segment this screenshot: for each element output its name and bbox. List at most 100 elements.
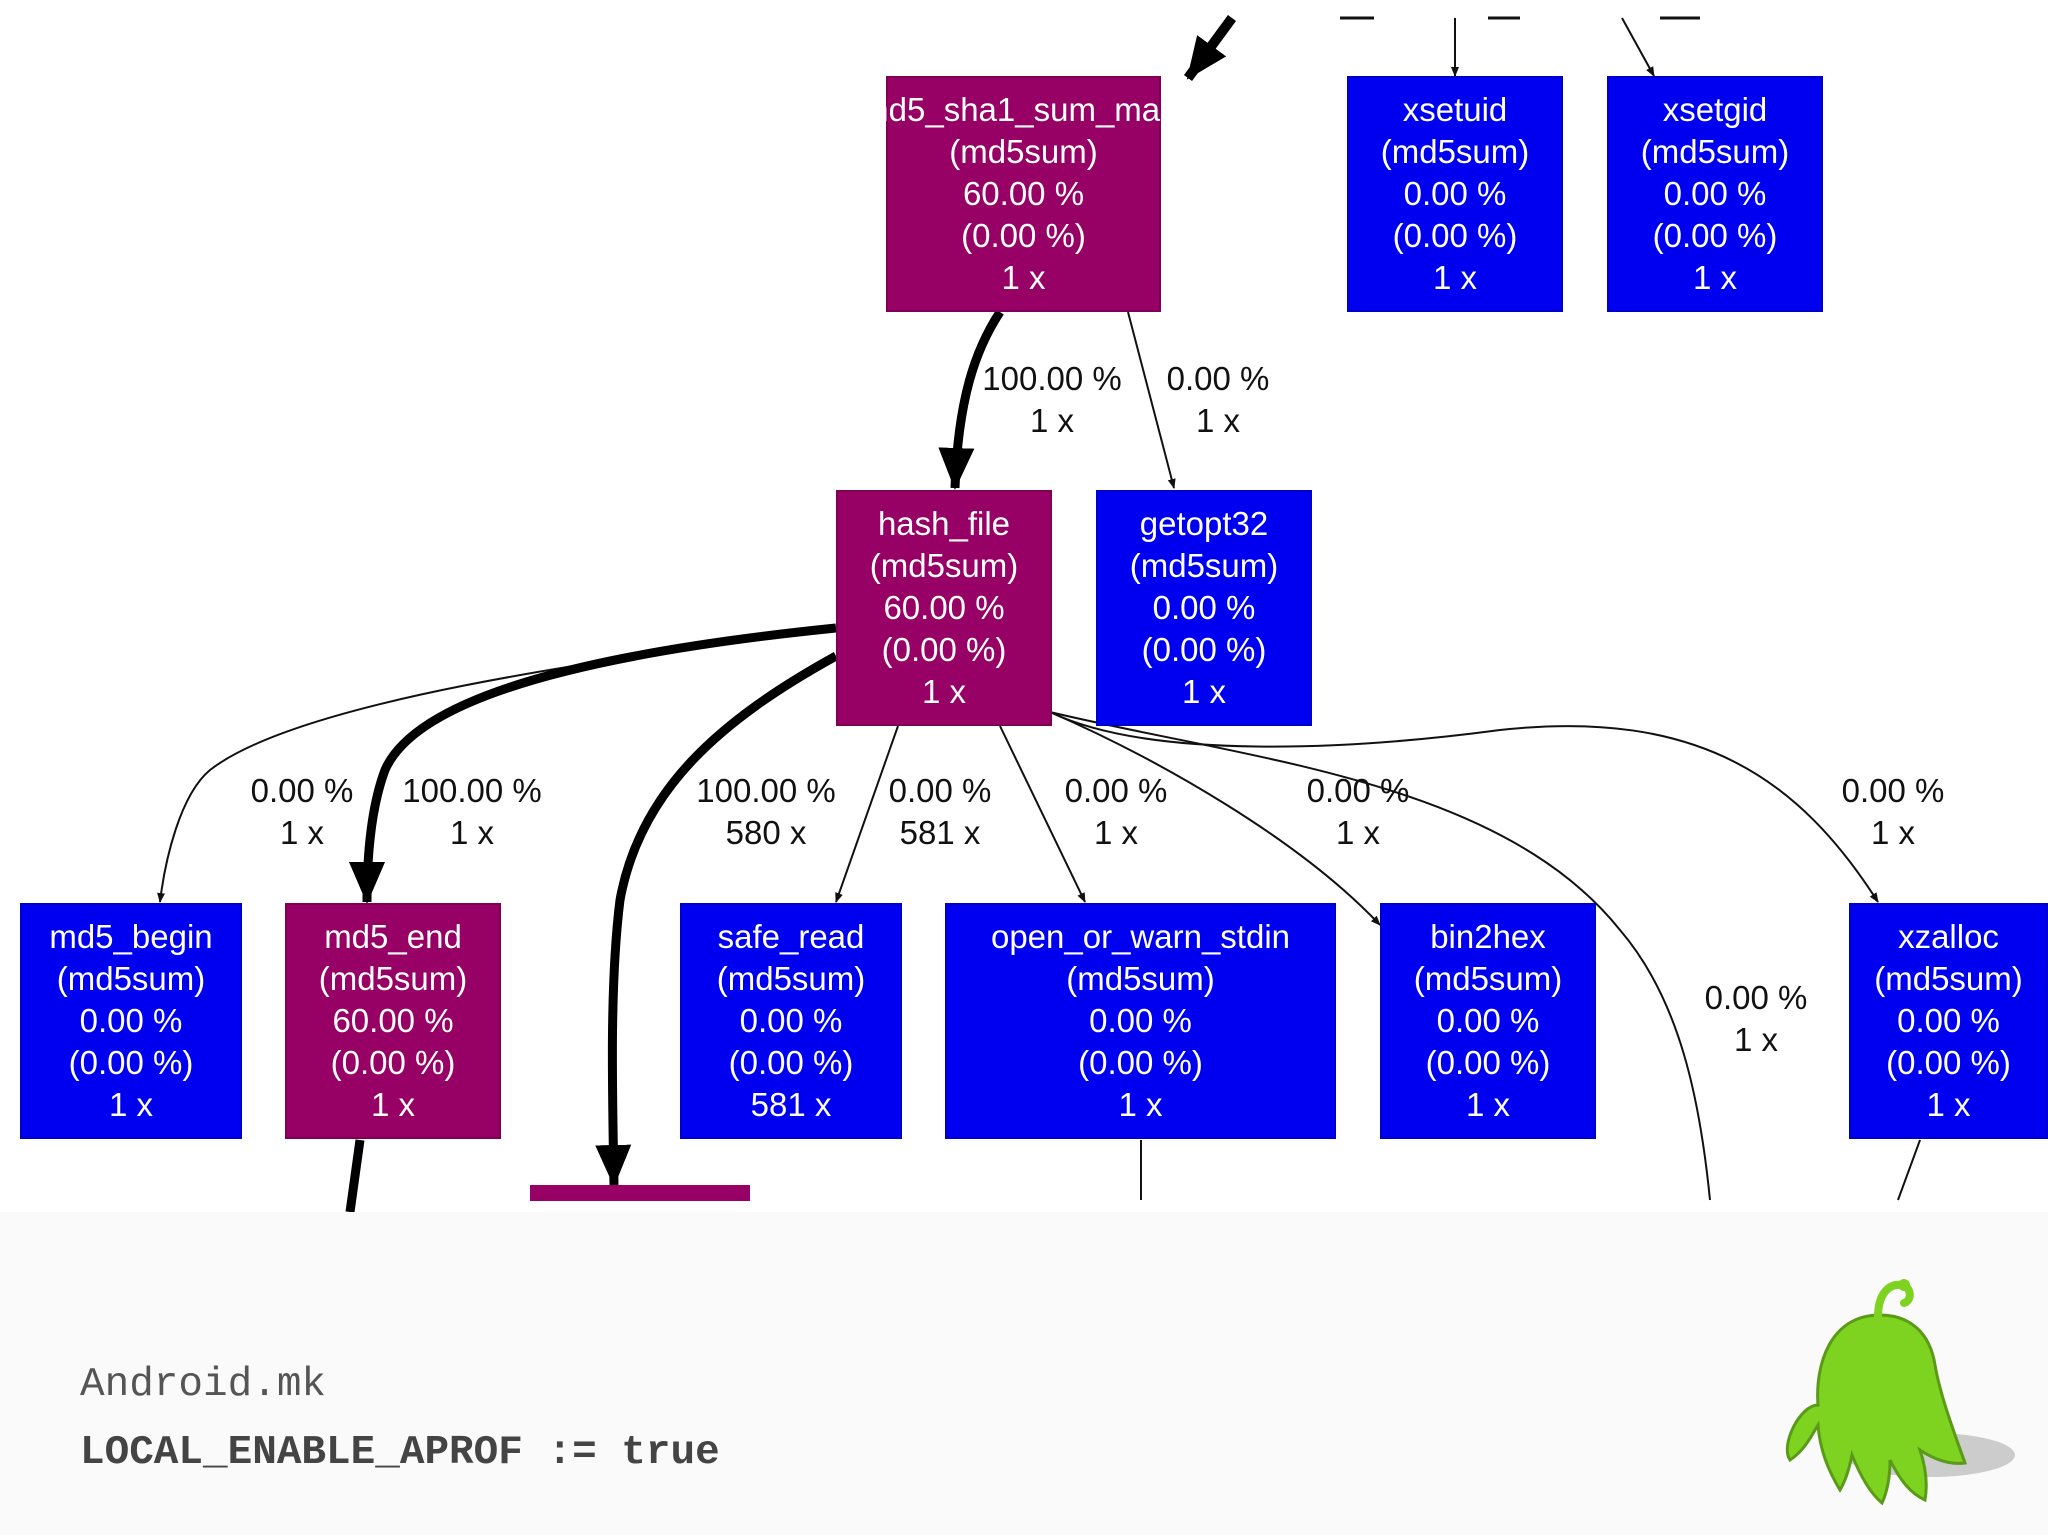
node-module: (md5sum) bbox=[1380, 133, 1530, 170]
edge-label-pct: 0.00 % bbox=[1704, 979, 1808, 1016]
node-name: open_or_warn_stdin bbox=[990, 918, 1291, 955]
node-self: (0.00 %) bbox=[728, 1044, 854, 1081]
node-safe-read[interactable]: safe_read (md5sum) 0.00 % (0.00 %) 581 x bbox=[680, 903, 902, 1139]
edge-label-calls: 1 x bbox=[1195, 402, 1241, 439]
node-calls: 1 x bbox=[1118, 1086, 1163, 1123]
node-name: md5_begin bbox=[49, 918, 213, 955]
footer-filename: Android.mk bbox=[80, 1362, 327, 1408]
edge-label-calls: 1 x bbox=[1733, 1021, 1779, 1058]
edge-into-xsetgid bbox=[1621, 17, 1655, 77]
node-calls: 1 x bbox=[1181, 673, 1227, 710]
node-calls: 1 x bbox=[921, 673, 967, 710]
node-name: md5_sha1_sum_main bbox=[861, 91, 1186, 128]
node-module: (md5sum) bbox=[1413, 960, 1563, 997]
edge-label-calls: 1 x bbox=[1870, 814, 1916, 851]
node-hash-file[interactable]: hash_file (md5sum) 60.00 % (0.00 %) 1 x bbox=[836, 490, 1052, 726]
node-self: (0.00 %) bbox=[1078, 1044, 1203, 1081]
node-total: 0.00 % bbox=[1436, 1002, 1540, 1039]
edge-label-pct: 0.00 % bbox=[888, 772, 992, 809]
node-xsetgid[interactable]: xsetgid (md5sum) 0.00 % (0.00 %) 1 x bbox=[1607, 76, 1823, 312]
node-total: 60.00 % bbox=[332, 1002, 454, 1039]
node-total: 60.00 % bbox=[962, 175, 1085, 212]
node-calls: 1 x bbox=[1692, 259, 1738, 296]
node-offscreen-partial[interactable] bbox=[530, 1185, 750, 1201]
edge-label-pct: 0.00 % bbox=[1064, 772, 1168, 809]
node-self: (0.00 %) bbox=[961, 217, 1086, 254]
node-module: (md5sum) bbox=[716, 960, 866, 997]
edge-label-calls: 580 x bbox=[725, 814, 807, 851]
node-module: (md5sum) bbox=[869, 547, 1019, 584]
edge-into-md5-sha1-sum-main bbox=[1183, 15, 1237, 81]
edge-label-pct: 100.00 % bbox=[402, 772, 542, 809]
edge-label-calls: 1 x bbox=[1335, 814, 1381, 851]
node-self: (0.00 %) bbox=[1392, 217, 1518, 254]
footer-code-line: LOCAL_ENABLE_APROF := true bbox=[80, 1430, 720, 1476]
edge-label-calls: 1 x bbox=[1093, 814, 1139, 851]
call-graph: md5_sha1_sum_main (md5sum) 60.00 % (0.00… bbox=[20, 15, 2048, 1212]
node-self: (0.00 %) bbox=[1141, 631, 1267, 668]
node-calls: 581 x bbox=[750, 1086, 832, 1123]
node-name: bin2hex bbox=[1430, 918, 1546, 955]
node-name: getopt32 bbox=[1139, 505, 1269, 542]
edge-label-hash-to-open-or-warn-stdin: 0.00 % 1 x bbox=[1048, 770, 1184, 854]
node-getopt32[interactable]: getopt32 (md5sum) 0.00 % (0.00 %) 1 x bbox=[1096, 490, 1312, 726]
node-self: (0.00 %) bbox=[68, 1044, 194, 1081]
node-self: (0.00 %) bbox=[1425, 1044, 1551, 1081]
edge-label-calls: 1 x bbox=[279, 814, 325, 851]
edge-label-pct: 100.00 % bbox=[982, 360, 1122, 397]
edge-hash-to-xzalloc bbox=[1049, 711, 1879, 903]
node-xsetuid[interactable]: xsetuid (md5sum) 0.00 % (0.00 %) 1 x bbox=[1347, 76, 1563, 312]
node-total: 0.00 % bbox=[1663, 175, 1767, 212]
node-md5-begin[interactable]: md5_begin (md5sum) 0.00 % (0.00 %) 1 x bbox=[20, 903, 242, 1139]
edge-main-to-hash-file bbox=[938, 309, 1004, 490]
edge-label-calls: 1 x bbox=[449, 814, 495, 851]
edge-label-hash-to-safe-read: 0.00 % 581 x bbox=[872, 770, 1008, 854]
node-module: (md5sum) bbox=[1066, 960, 1215, 997]
node-name: xsetuid bbox=[1402, 91, 1508, 128]
node-self: (0.00 %) bbox=[1886, 1044, 2011, 1081]
node-module: (md5sum) bbox=[1640, 133, 1790, 170]
edge-md5-end-down bbox=[345, 1139, 365, 1212]
node-xzalloc[interactable]: xzalloc (md5sum) 0.00 % (0.00 %) 1 x bbox=[1849, 903, 2048, 1139]
node-open-or-warn-stdin[interactable]: open_or_warn_stdin (md5sum) 0.00 % (0.00… bbox=[945, 903, 1336, 1139]
node-total: 0.00 % bbox=[1897, 1002, 2000, 1039]
node-total: 0.00 % bbox=[1089, 1002, 1192, 1039]
edge-hash-to-offscreen bbox=[595, 652, 839, 1187]
node-self: (0.00 %) bbox=[881, 631, 1007, 668]
edge-label-main-to-getopt32: 0.00 % 1 x bbox=[1150, 358, 1286, 442]
node-total: 0.00 % bbox=[1403, 175, 1507, 212]
node-calls: 1 x bbox=[1001, 259, 1046, 296]
node-module: (md5sum) bbox=[56, 960, 206, 997]
node-name: md5_end bbox=[324, 918, 462, 955]
node-md5-end[interactable]: md5_end (md5sum) 60.00 % (0.00 %) 1 x bbox=[285, 903, 501, 1139]
node-module: (md5sum) bbox=[1129, 547, 1279, 584]
edge-label-hash-to-xzalloc: 0.00 % 1 x bbox=[1825, 770, 1961, 854]
node-md5-sha1-sum-main[interactable]: md5_sha1_sum_main (md5sum) 60.00 % (0.00… bbox=[861, 76, 1186, 312]
node-self: (0.00 %) bbox=[330, 1044, 456, 1081]
node-module: (md5sum) bbox=[1874, 960, 2023, 997]
android-mascot-icon bbox=[1785, 1279, 2015, 1506]
node-total: 0.00 % bbox=[1152, 589, 1256, 626]
node-calls: 1 x bbox=[1926, 1086, 1971, 1123]
node-name: safe_read bbox=[717, 918, 865, 955]
node-module: (md5sum) bbox=[949, 133, 1098, 170]
node-module: (md5sum) bbox=[318, 960, 468, 997]
edge-main-to-getopt32 bbox=[1127, 311, 1176, 489]
slide-footer bbox=[0, 1212, 2048, 1535]
node-total: 60.00 % bbox=[883, 589, 1005, 626]
edge-label-main-to-hash-file: 100.00 % 1 x bbox=[972, 358, 1132, 442]
edge-label-hash-to-md5-begin: 0.00 % 1 x bbox=[234, 770, 370, 854]
edge-label-pct: 0.00 % bbox=[250, 772, 354, 809]
node-calls: 1 x bbox=[108, 1086, 154, 1123]
edge-label-calls: 581 x bbox=[899, 814, 981, 851]
edge-label-pct: 100.00 % bbox=[696, 772, 836, 809]
node-name: xsetgid bbox=[1662, 91, 1768, 128]
node-calls: 1 x bbox=[370, 1086, 416, 1123]
node-bin2hex[interactable]: bin2hex (md5sum) 0.00 % (0.00 %) 1 x bbox=[1380, 903, 1596, 1139]
node-total: 0.00 % bbox=[739, 1002, 843, 1039]
call-graph-edges bbox=[157, 15, 1921, 1212]
node-name: hash_file bbox=[877, 505, 1011, 542]
node-self: (0.00 %) bbox=[1652, 217, 1778, 254]
edge-label-hash-to-md5-end: 100.00 % 1 x bbox=[392, 770, 552, 854]
edge-label-pct: 0.00 % bbox=[1841, 772, 1945, 809]
